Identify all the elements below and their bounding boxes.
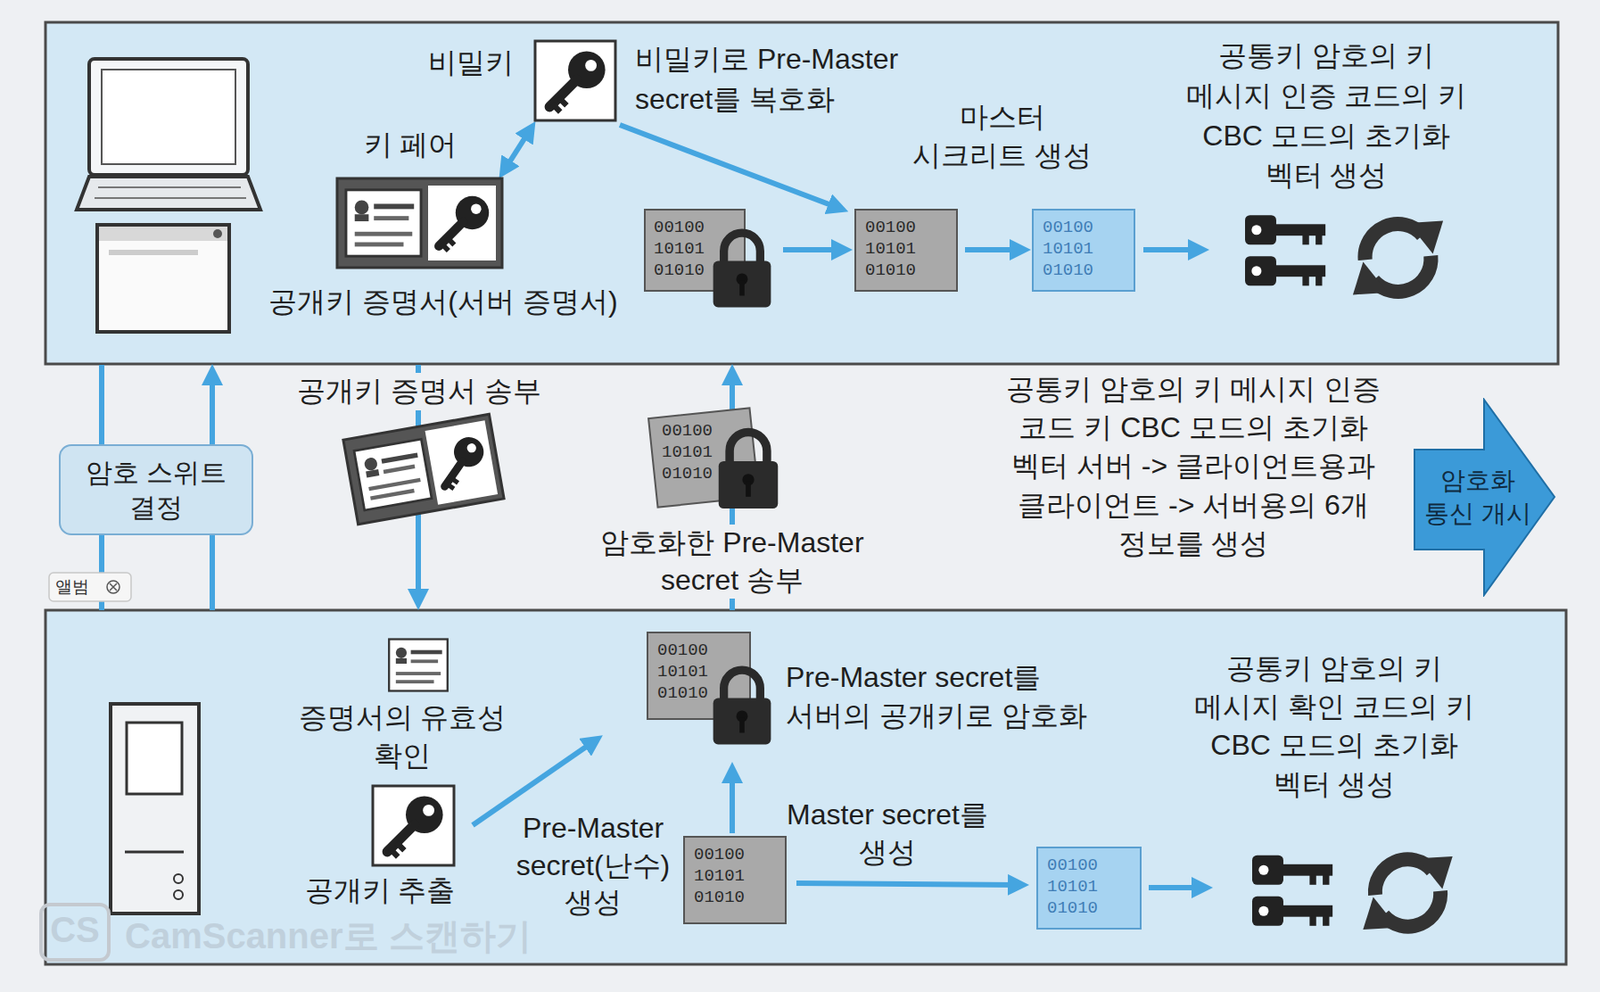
flow-arrows	[783, 247, 842, 253]
master-data-icon	[1032, 209, 1135, 291]
certificate-send-icon	[437, 434, 490, 490]
decision-box: 암호 스위트 결정	[58, 444, 254, 536]
caption-label: 공개키 증명서 송부	[285, 372, 553, 411]
binary-text: 00100 10101 01010	[653, 217, 713, 281]
caption-label: 공통키 암호의 키 메시지 인증 코드의 키 CBC 모드의 초기화 벡터 생성	[1183, 35, 1469, 196]
key-pair-icon	[337, 178, 503, 268]
watermark-text: CamScanner로 스캔하기	[124, 914, 643, 957]
album-tag	[109, 583, 117, 591]
flow-arrows	[964, 247, 1021, 253]
caption-label: 비밀키	[419, 44, 523, 83]
caption-label: Pre-Master secret(난수) 생성	[508, 809, 678, 922]
client-panel	[45, 610, 1567, 965]
album-tag	[49, 572, 132, 602]
key-pair-icon	[346, 189, 421, 256]
server-tower-icon	[173, 874, 183, 883]
private-key-icon	[549, 50, 605, 112]
caption-label: 공개키 증명서(서버 증명서)	[229, 283, 658, 322]
browser-icon	[98, 226, 228, 241]
certificate-send-icon	[343, 413, 504, 524]
flow-arrows	[796, 882, 1019, 885]
caption-label: 암호화한 Pre-Master secret 송부	[585, 524, 880, 599]
caption-label: 마스터 시크리트 생성	[906, 98, 1098, 175]
start-arrow-shape: 암호화 통신 개시	[1412, 397, 1557, 597]
private-key-icon	[535, 41, 616, 121]
encrypted-data-icon	[713, 232, 772, 307]
certificate-send-icon	[425, 420, 499, 505]
flow-arrows	[1148, 884, 1203, 891]
data-icon	[855, 209, 957, 291]
encrypted-send-icon	[648, 407, 778, 509]
album-tag	[107, 580, 120, 594]
binary-text: 00100 10101 01010	[657, 640, 717, 704]
public-key-icon	[372, 785, 454, 866]
encrypted-send-icon	[718, 432, 779, 509]
laptop-icon	[76, 176, 261, 210]
keys-icon	[1245, 214, 1326, 286]
encrypted-data-icon	[644, 209, 771, 307]
certificate-send-icon	[343, 413, 504, 524]
browser-icon	[108, 249, 198, 256]
public-key-icon	[372, 785, 454, 866]
key-pair-icon	[428, 185, 496, 261]
browser-icon	[97, 224, 230, 332]
tag-label: 앨범	[55, 576, 102, 599]
watermark-text: CS	[42, 907, 108, 951]
browser-icon	[97, 224, 230, 332]
caption-label: 비밀키로 Pre-Master secret를 복호화	[635, 39, 965, 120]
encrypted-data-icon	[647, 632, 771, 744]
encrypted-data-icon	[713, 669, 772, 744]
caption-label: 증명서의 유효성 확인	[281, 698, 523, 776]
arrow-outline	[1414, 399, 1555, 595]
key-pair-icon	[337, 178, 503, 268]
arrow-outline	[1412, 397, 1557, 597]
server-tower-icon	[126, 722, 182, 794]
cycle-icon	[1352, 221, 1444, 296]
caption-label: 키 페어	[347, 126, 473, 165]
binary-text: 00100 10101 01010	[693, 844, 753, 908]
caption-label: 공개키 추출	[290, 872, 470, 910]
caption-label: 공통키 암호의 키 메시지 인증 코드 키 CBC 모드의 초기화 벡터 서버 …	[1001, 370, 1386, 563]
laptop-icon	[101, 69, 236, 165]
node-text: 암호화 통신 개시	[1419, 464, 1536, 530]
binary-text: 00100 10101 01010	[661, 420, 721, 485]
laptop-icon	[98, 186, 241, 189]
caption-label: Pre-Master secret를 서버의 공개키로 암호화	[785, 658, 1094, 735]
flow-arrows	[729, 772, 735, 833]
flow-arrows	[619, 124, 839, 208]
laptop-icon	[76, 58, 261, 210]
master-data-icon	[1037, 847, 1141, 929]
node-text: 암호 스위트 결정	[71, 454, 241, 525]
server-tower-icon	[110, 703, 199, 914]
laptop-icon	[94, 197, 247, 199]
key-pair-icon	[438, 196, 489, 251]
server-tower-icon	[110, 703, 199, 914]
binary-text: 00100 10101 01010	[1042, 217, 1102, 281]
keys-icon	[1252, 855, 1333, 926]
private-key-icon	[535, 41, 616, 121]
caption-label: 공통키 암호의 키 메시지 확인 코드의 키 CBC 모드의 초기화 벡터 생성	[1191, 649, 1477, 804]
server-tower-icon	[173, 890, 183, 899]
server-panel	[45, 22, 1559, 364]
binary-text: 00100 10101 01010	[865, 217, 924, 281]
browser-icon	[213, 229, 223, 239]
watermark-logo	[41, 904, 109, 960]
flow-arrows	[1143, 247, 1199, 253]
flow-arrows	[504, 130, 530, 170]
certificate-icon	[388, 639, 448, 692]
caption-label: Master secret를 생성	[767, 796, 1008, 871]
laptop-icon	[89, 58, 248, 175]
album-tag	[49, 572, 132, 602]
data-icon	[684, 836, 786, 924]
public-key-icon	[387, 795, 443, 857]
binary-text: 00100 10101 01010	[1047, 855, 1106, 919]
server-tower-icon	[124, 850, 184, 854]
certificate-send-icon	[354, 438, 432, 511]
cycle-icon	[1362, 856, 1452, 930]
